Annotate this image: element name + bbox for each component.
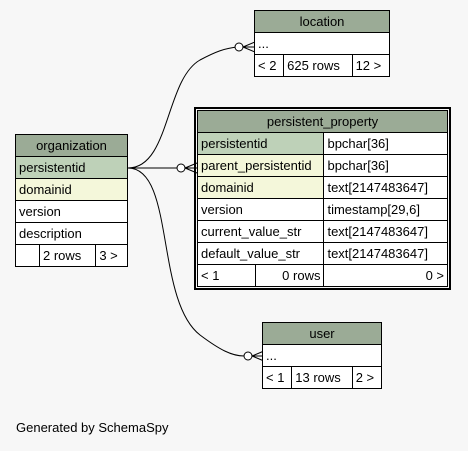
- edge-organization-user: [127, 167, 245, 357]
- footer-rows: 625 rows: [283, 54, 353, 77]
- column-type: text[2147483647]: [323, 242, 448, 265]
- footer-parents: < 1: [197, 264, 256, 287]
- table-title: location: [254, 10, 390, 33]
- column-version: version: [196, 198, 325, 221]
- column-description: description: [15, 222, 128, 245]
- column-domainid: domainid: [196, 176, 325, 199]
- column-type: bpchar[36]: [323, 132, 448, 155]
- table-user[interactable]: user ... < 1 13 rows 2 >: [261, 322, 383, 389]
- column-domainid: domainid: [15, 178, 128, 201]
- column-type: text[2147483647]: [323, 220, 448, 243]
- column-default-value-str: default_value_str: [196, 242, 325, 265]
- column-parent-persistentid: parent_persistentid: [196, 154, 325, 177]
- column-type: bpchar[36]: [323, 154, 448, 177]
- footer-rows: 13 rows: [291, 366, 353, 389]
- footer-children: 0 >: [323, 264, 448, 287]
- footer-rows: 0 rows: [254, 264, 325, 287]
- footer-parents: < 1: [261, 366, 293, 389]
- table-title: persistent_property: [197, 110, 448, 133]
- edge-organization-location: [127, 46, 239, 169]
- table-row: ...: [254, 32, 390, 55]
- column-type: text[2147483647]: [323, 176, 448, 199]
- crowfoot-location: [242, 41, 256, 53]
- footer-children: 2 >: [351, 366, 383, 389]
- table-title: organization: [15, 134, 128, 157]
- footer-parents: [15, 244, 40, 267]
- edge-end-circle-user: [243, 351, 253, 361]
- column-version: version: [15, 200, 128, 223]
- table-organization[interactable]: organization persistentid domainid versi…: [15, 134, 128, 267]
- footer-children: 12 >: [351, 54, 391, 77]
- column-current-value-str: current_value_str: [196, 220, 325, 243]
- column-persistentid: persistentid: [196, 132, 325, 155]
- table-location[interactable]: location ... < 2 625 rows 12 >: [253, 10, 391, 77]
- table-persistent-property[interactable]: persistent_property persistentid bpchar[…: [194, 107, 451, 290]
- footer-parents: < 2: [253, 54, 285, 77]
- column-type: timestamp[29,6]: [323, 198, 448, 221]
- table-title: user: [262, 322, 382, 345]
- generated-by-text: Generated by SchemaSpy: [16, 420, 169, 435]
- edge-end-circle-location: [234, 42, 244, 52]
- footer-rows: 2 rows: [38, 244, 97, 267]
- crowfoot-persistent-property: [184, 162, 198, 174]
- edge-end-circle-persistent-property: [176, 163, 186, 173]
- footer-children: 3 >: [95, 244, 128, 267]
- table-row: ...: [262, 344, 382, 367]
- column-persistentid: persistentid: [15, 156, 128, 179]
